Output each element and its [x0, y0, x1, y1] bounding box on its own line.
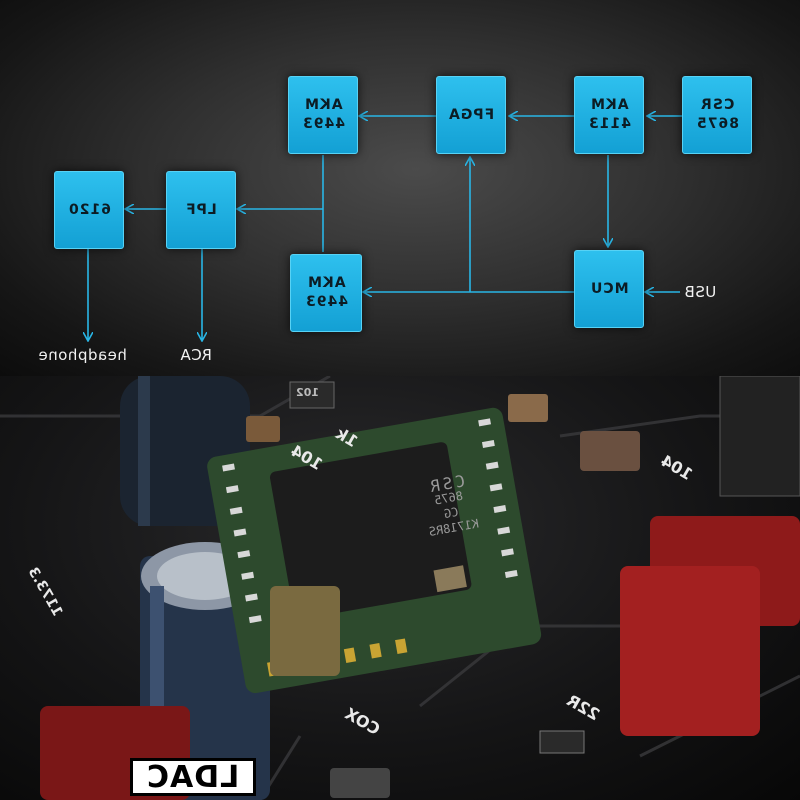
usb-label: USB	[684, 283, 717, 301]
block-label: 4113	[587, 116, 631, 132]
smd-components	[246, 376, 800, 798]
block-label: 6120	[67, 201, 111, 218]
block-label: AKM	[303, 97, 343, 113]
csr-8675-block: CSR 8675	[682, 76, 752, 154]
resistor-code: 102	[296, 386, 319, 399]
akm-4493-bottom-block: AKM 4493	[290, 254, 362, 332]
opamp-6120-block: 6120	[54, 171, 124, 249]
block-label: 4493	[301, 116, 345, 132]
film-capacitors	[40, 516, 800, 800]
connection-lines	[0, 0, 682, 376]
block-label: LPF	[185, 201, 217, 218]
ldac-badge-text: LDAC	[146, 759, 240, 795]
akm-4113-block: AKM 4113	[574, 76, 644, 154]
block-label: FPGA	[447, 106, 495, 123]
silkscreen-text: 102	[296, 386, 319, 399]
pcb-photo: 1k 104 104 COX 22R 1173.3 CSR 8675 CG K1…	[0, 376, 800, 800]
block-label: 4493	[304, 294, 348, 310]
block-label: AKM	[589, 97, 629, 113]
bluetooth-module	[207, 407, 542, 694]
headphone-label: headphone	[38, 346, 127, 364]
lpf-block: LPF	[166, 171, 236, 249]
akm-4493-top-block: AKM 4493	[288, 76, 358, 154]
ldac-badge: LDAC	[130, 758, 256, 796]
rca-label: RCA	[180, 346, 212, 364]
mcu-block: MCU	[574, 250, 644, 328]
block-label: AKM	[306, 275, 346, 291]
pcb-components	[0, 376, 800, 800]
block-label: 8675	[695, 116, 739, 132]
fpga-block: FPGA	[436, 76, 506, 154]
block-label: CSR	[699, 97, 735, 113]
block-label: MCU	[589, 280, 629, 297]
signal-flow-diagram: CSR 8675 AKM 4113 FPGA AKM 4493 MCU AKM …	[0, 0, 800, 376]
